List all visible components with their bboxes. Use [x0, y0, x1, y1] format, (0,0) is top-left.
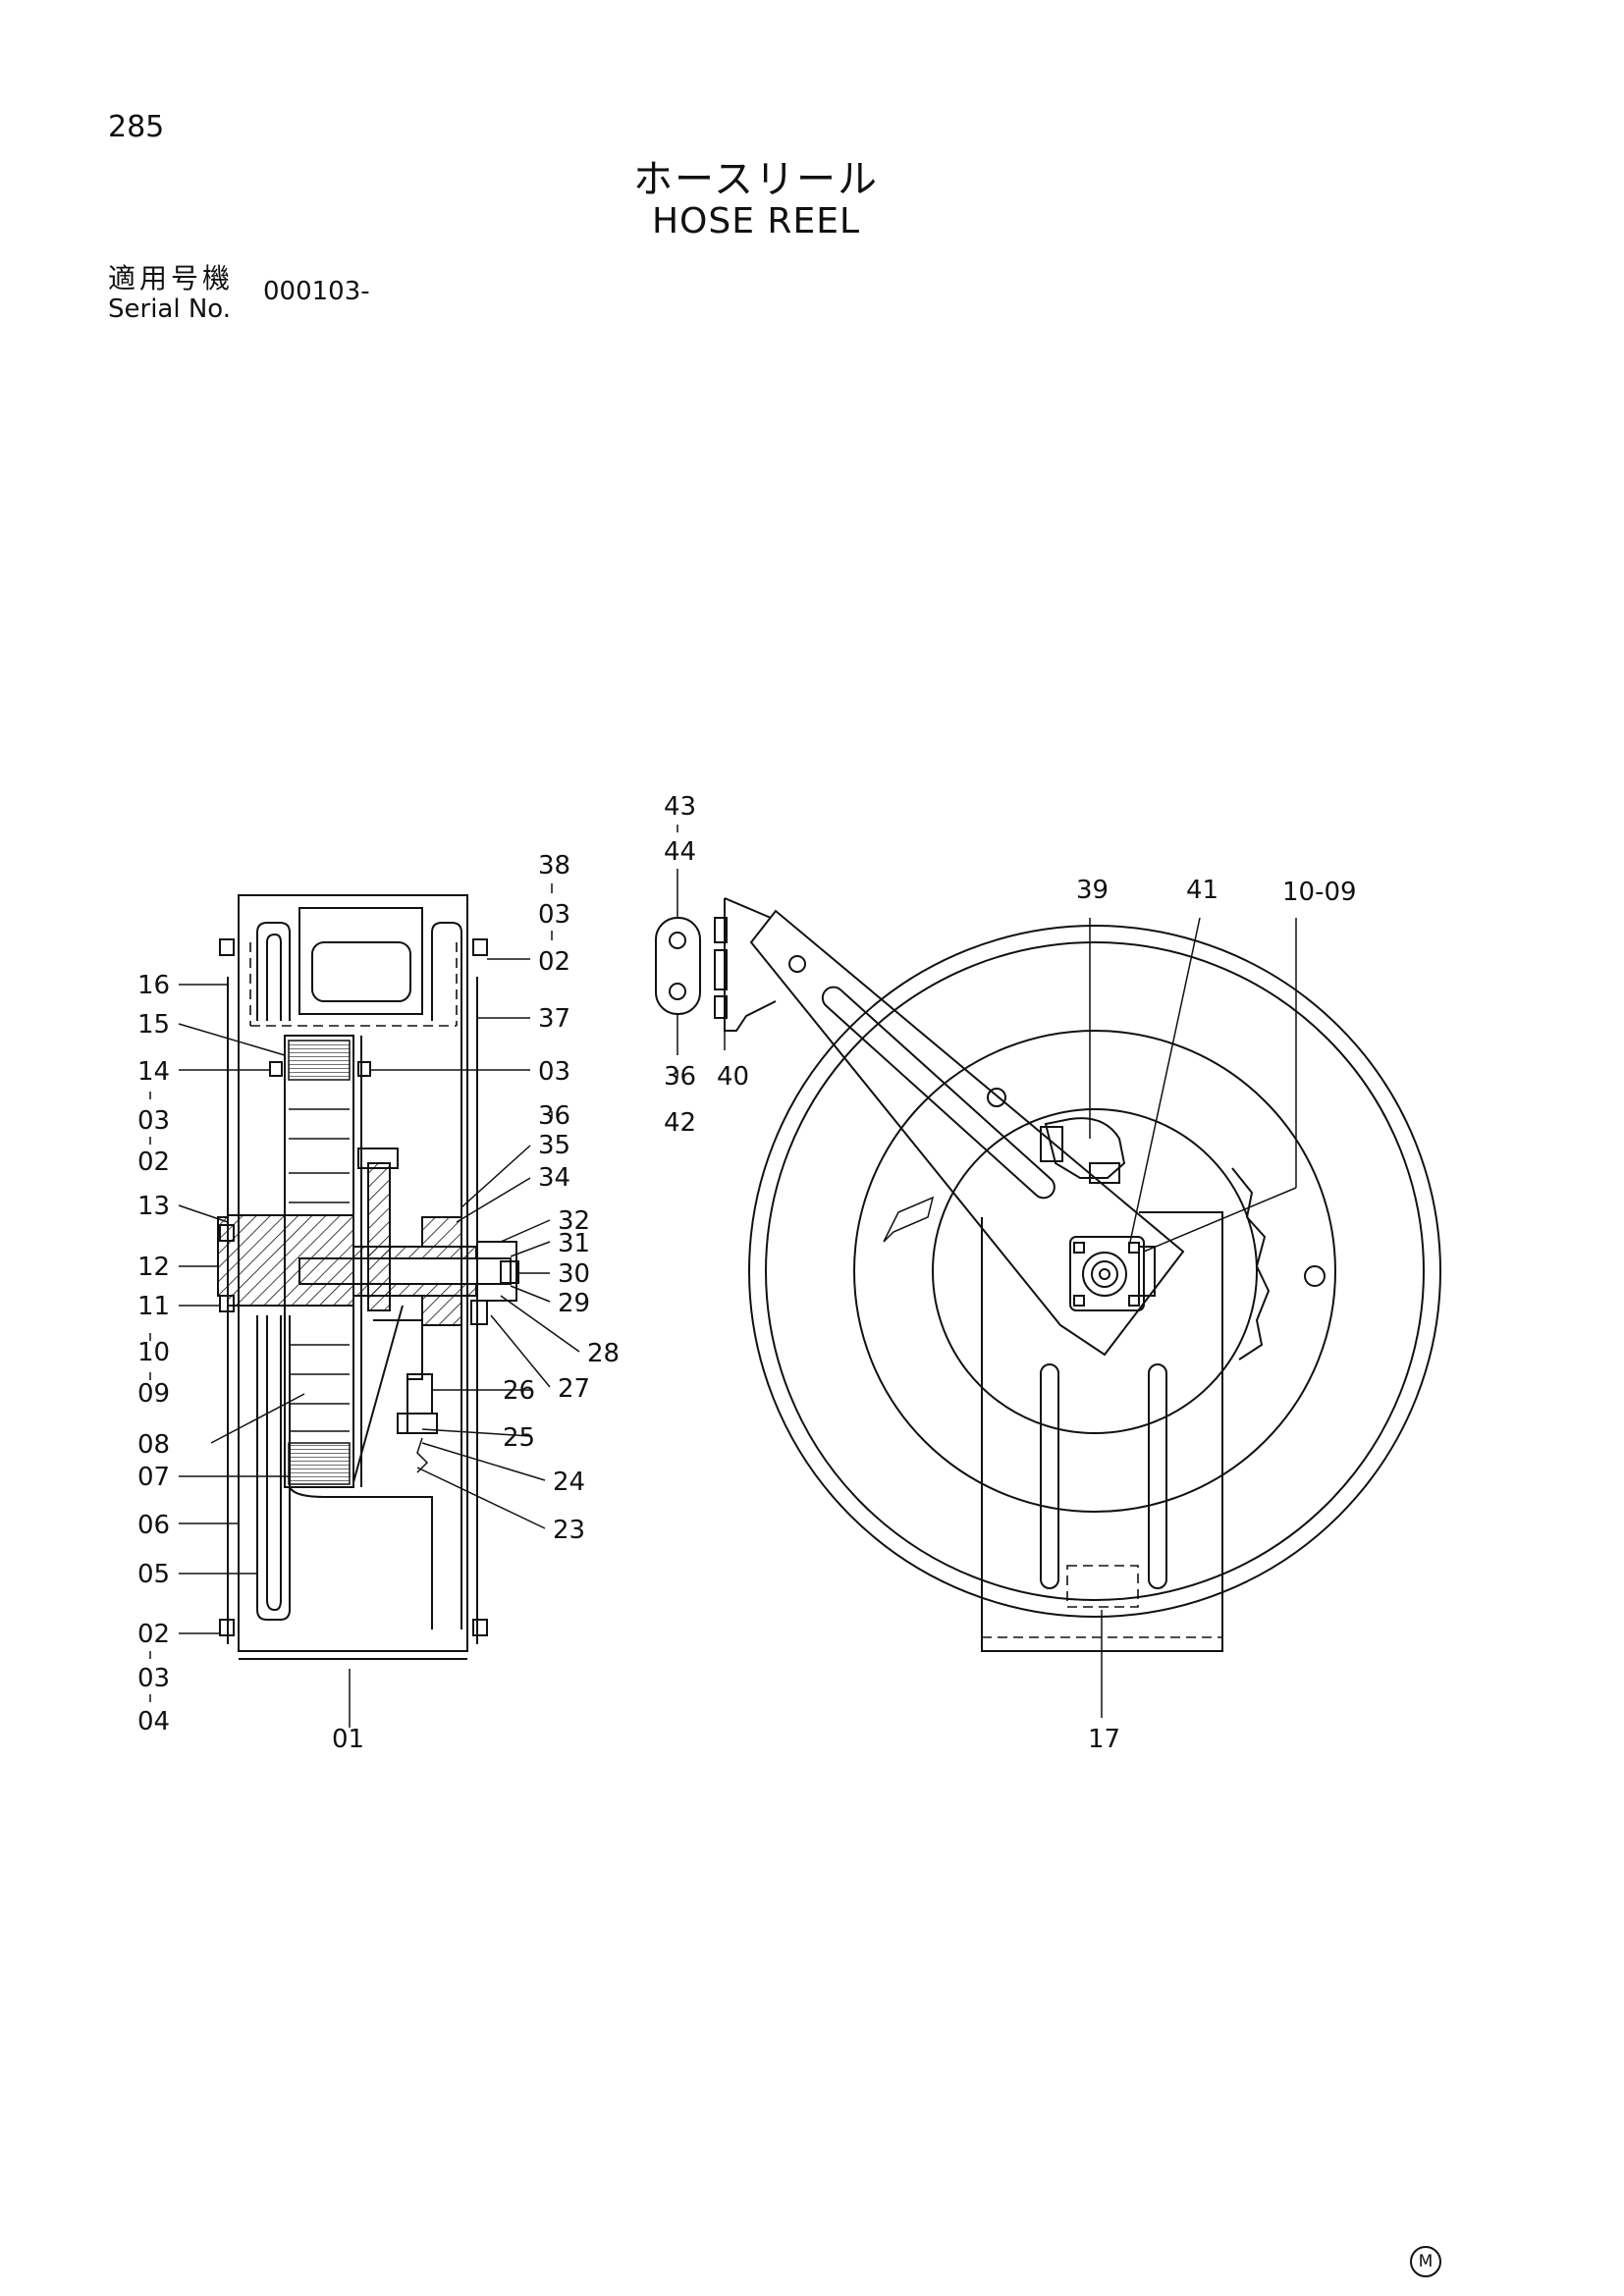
callout-03-left: 03	[137, 1106, 170, 1136]
callout-06: 06	[137, 1511, 170, 1540]
title-english: HOSE REEL	[651, 201, 860, 241]
callout-37: 37	[538, 1004, 570, 1034]
callout-42: 42	[664, 1108, 696, 1138]
callout-09: 09	[137, 1379, 170, 1409]
left-view-callouts: 38 03 02 16 37 15 14 03 36 03 02 35 34 1…	[137, 851, 620, 1754]
arm-bracket-detail: 43 44 36 42 40	[655, 792, 777, 1138]
swivel-joint	[1069, 1236, 1145, 1311]
leader-lines	[149, 883, 580, 1728]
callout-02-bottom: 02	[137, 1620, 170, 1649]
callout-28: 28	[587, 1339, 620, 1368]
callout-36-bracket: 36	[664, 1062, 696, 1092]
callout-24: 24	[553, 1468, 585, 1497]
callout-03-right: 03	[538, 1057, 570, 1087]
page-number: 285	[108, 110, 165, 144]
serial-label-english: Serial No.	[108, 294, 231, 324]
callout-07: 07	[137, 1463, 170, 1492]
callout-39: 39	[1076, 876, 1109, 905]
callout-10: 10	[137, 1338, 170, 1367]
callout-04: 04	[137, 1707, 170, 1736]
callout-08: 08	[137, 1430, 170, 1460]
callout-03-bottom: 03	[137, 1664, 170, 1693]
callout-16: 16	[137, 971, 170, 1000]
callout-30: 30	[558, 1259, 590, 1289]
callout-12: 12	[137, 1253, 170, 1282]
callout-15: 15	[137, 1010, 170, 1040]
callout-40: 40	[717, 1062, 749, 1092]
callout-17: 17	[1088, 1725, 1120, 1754]
callout-35: 35	[538, 1131, 570, 1160]
callout-26: 26	[503, 1376, 535, 1406]
serial-label-japanese: 適用号機	[108, 262, 235, 294]
callout-02: 02	[538, 947, 570, 977]
callout-31: 31	[558, 1229, 590, 1258]
callout-25: 25	[503, 1423, 535, 1453]
callout-41: 41	[1186, 876, 1218, 905]
callout-27: 27	[558, 1374, 590, 1404]
front-view: 39 41 10-09 17	[748, 876, 1441, 1754]
bolts	[219, 938, 488, 1636]
callout-44: 44	[664, 837, 696, 867]
callout-34: 34	[538, 1163, 570, 1193]
callout-36: 36	[538, 1101, 570, 1131]
callout-32: 32	[558, 1206, 590, 1236]
sectional-view: 38 03 02 16 37 15 14 03 36 03 02 35 34 1…	[137, 851, 620, 1754]
callout-01: 01	[332, 1725, 364, 1754]
callout-23: 23	[553, 1516, 585, 1545]
callout-29: 29	[558, 1289, 590, 1318]
callout-10-09: 10-09	[1282, 878, 1357, 907]
callout-43: 43	[664, 792, 696, 822]
reel-outer-rim	[748, 925, 1441, 1618]
callout-05: 05	[137, 1560, 170, 1589]
title-japanese: ホースリール	[633, 157, 879, 202]
callout-03: 03	[538, 900, 570, 930]
callout-11: 11	[137, 1292, 170, 1321]
callout-02-left: 02	[137, 1148, 170, 1177]
spring-coils	[288, 1040, 351, 1485]
callout-38: 38	[538, 851, 570, 881]
callout-14: 14	[137, 1057, 170, 1087]
maker-mark: M	[1410, 2246, 1441, 2277]
hub-section	[217, 1214, 354, 1307]
serial-number-value: 000103-	[263, 277, 370, 306]
callout-13: 13	[137, 1192, 170, 1221]
mounting-plate	[981, 1211, 1223, 1652]
